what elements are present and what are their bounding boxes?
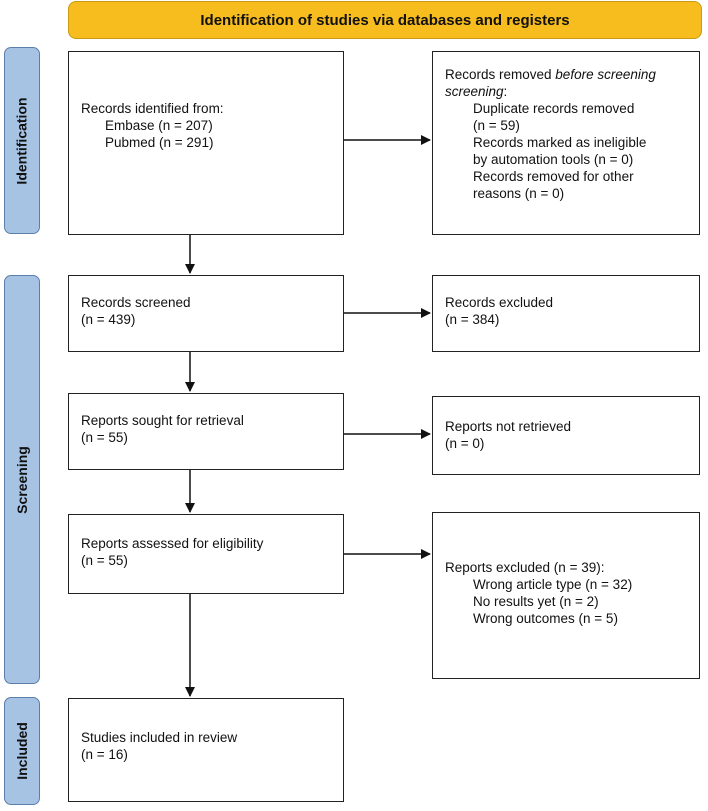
records-removed-item: Records removed for other xyxy=(473,169,634,184)
records-identified-embase: Embase (n = 207) xyxy=(105,118,213,133)
records-screened-box: Records screened (n = 439) xyxy=(68,275,344,352)
reports-excluded-item: No results yet (n = 2) xyxy=(473,594,599,609)
records-screened-count: (n = 439) xyxy=(81,312,136,327)
records-removed-item: reasons (n = 0) xyxy=(473,186,565,201)
records-excluded-title: Records excluded xyxy=(445,295,554,310)
phase-included: Included xyxy=(4,697,40,805)
records-removed-box: Records removed before screening screeni… xyxy=(432,51,700,235)
reports-sought-title: Reports sought for retrieval xyxy=(81,413,244,428)
phase-screening: Screening xyxy=(4,275,40,684)
reports-excluded-box: Reports excluded (n = 39): Wrong article… xyxy=(432,512,700,679)
records-removed-item: by automation tools (n = 0) xyxy=(473,152,634,167)
records-removed-item: (n = 59) xyxy=(473,118,520,133)
reports-sought-box: Reports sought for retrieval (n = 55) xyxy=(68,393,344,470)
phase-identification: Identification xyxy=(4,47,40,234)
reports-assessed-count: (n = 55) xyxy=(81,553,128,568)
studies-included-box: Studies included in review (n = 16) xyxy=(68,698,344,802)
records-removed-item: Duplicate records removed xyxy=(473,101,635,116)
reports-not-retrieved-count: (n = 0) xyxy=(445,436,485,451)
reports-excluded-title: Reports excluded (n = 39): xyxy=(445,560,605,575)
reports-sought-count: (n = 55) xyxy=(81,430,128,445)
records-identified-box: Records identified from: Embase (n = 207… xyxy=(68,51,344,235)
records-screened-title: Records screened xyxy=(81,295,191,310)
reports-assessed-title: Reports assessed for eligibility xyxy=(81,536,264,551)
reports-not-retrieved-box: Reports not retrieved (n = 0) xyxy=(432,396,700,475)
records-removed-title-cont: screening: xyxy=(445,84,508,99)
studies-included-title: Studies included in review xyxy=(81,730,238,745)
studies-included-count: (n = 16) xyxy=(81,747,128,762)
reports-not-retrieved-title: Reports not retrieved xyxy=(445,419,572,434)
records-identified-pubmed: Pubmed (n = 291) xyxy=(105,135,214,150)
records-excluded-box: Records excluded (n = 384) xyxy=(432,275,700,352)
records-removed-item: Records marked as ineligible xyxy=(473,135,647,150)
reports-assessed-box: Reports assessed for eligibility (n = 55… xyxy=(68,514,344,594)
reports-excluded-item: Wrong article type (n = 32) xyxy=(473,577,633,592)
records-removed-title: Records removed before screening xyxy=(445,67,656,82)
records-identified-title: Records identified from: xyxy=(81,101,224,116)
diagram-header: Identification of studies via databases … xyxy=(68,1,702,39)
reports-excluded-item: Wrong outcomes (n = 5) xyxy=(473,611,618,626)
header-title: Identification of studies via databases … xyxy=(200,11,570,29)
records-excluded-count: (n = 384) xyxy=(445,312,500,327)
